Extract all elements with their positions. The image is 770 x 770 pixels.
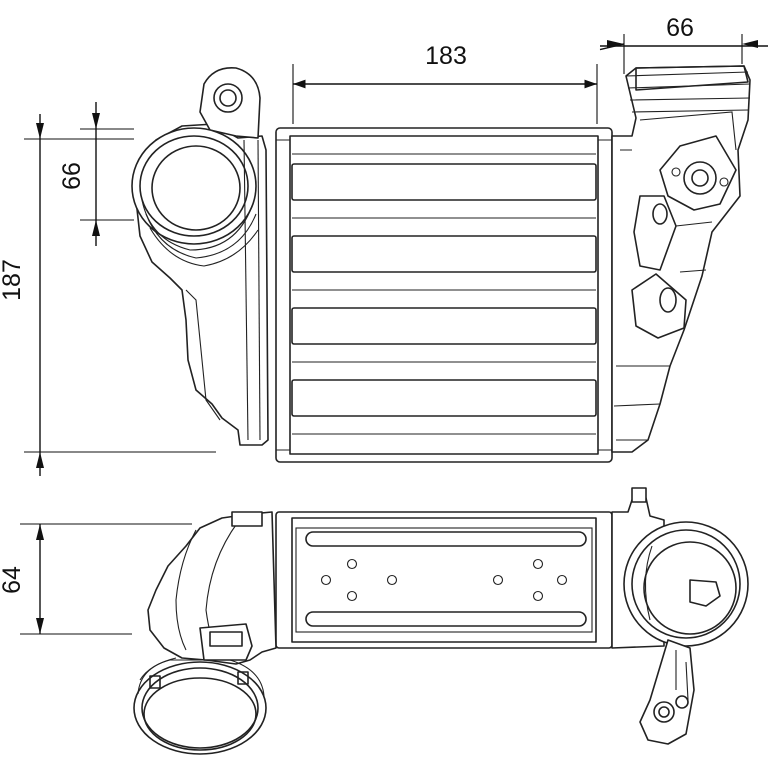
dim-width-183-label: 183 <box>425 42 467 70</box>
radiator-core <box>275 127 613 463</box>
left-inlet-duct <box>131 67 269 446</box>
dim-height-187-label: 187 <box>0 259 26 301</box>
dim-height-187: 187 <box>0 114 216 476</box>
right-outlet-round <box>611 487 749 745</box>
dim-inlet-66: 66 <box>58 102 134 246</box>
dim-depth-64-label: 64 <box>0 566 26 594</box>
dim-depth-66-label: 66 <box>666 14 694 42</box>
dim-depth-66-right: 66 <box>599 14 768 74</box>
dim-width-183: 183 <box>292 42 598 124</box>
top-view: 183 66 187 66 <box>0 14 768 476</box>
right-outlet-duct <box>611 65 751 453</box>
dim-inlet-66-label: 66 <box>58 162 86 190</box>
core-side <box>275 511 613 649</box>
left-elbow <box>133 511 277 755</box>
bottom-view: 64 <box>0 487 749 755</box>
dim-depth-64: 64 <box>0 523 192 635</box>
